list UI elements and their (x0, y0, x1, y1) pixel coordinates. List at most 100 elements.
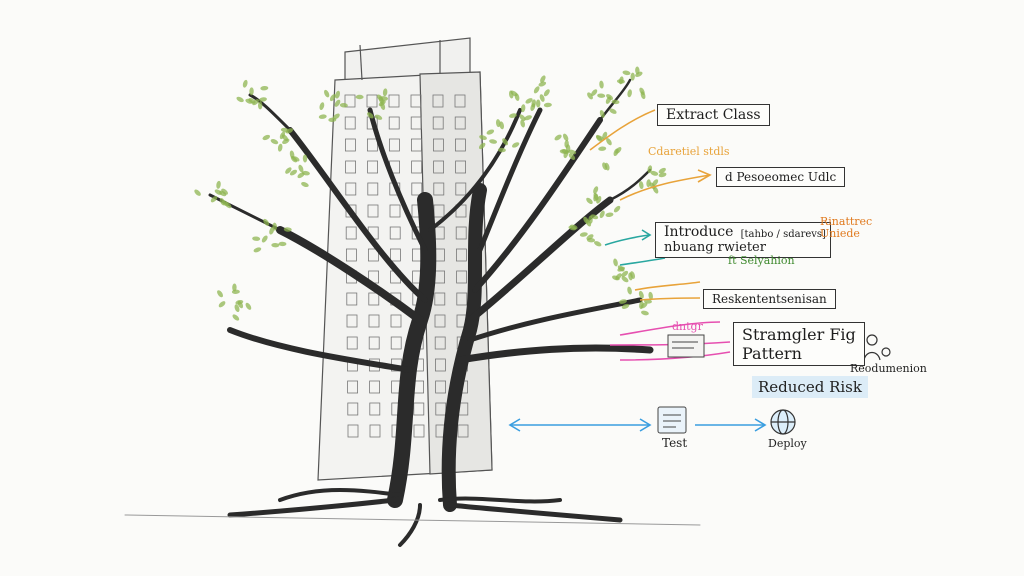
leaf (598, 146, 607, 151)
leaf (339, 103, 348, 108)
leaf (564, 139, 569, 148)
leaf (210, 195, 218, 203)
building-window (389, 226, 401, 240)
leaf (324, 89, 330, 98)
building-window (345, 160, 357, 174)
building-window (346, 336, 358, 350)
leaf (269, 226, 275, 235)
leaf (586, 197, 593, 205)
refactor-box: d Pesoeomec Udlc (716, 167, 846, 187)
leaf (509, 113, 517, 118)
extract-class-box: Extract Class (657, 104, 770, 126)
leaf (497, 147, 506, 153)
building-window (346, 314, 358, 328)
leaf (242, 79, 248, 88)
building-window (455, 248, 467, 262)
leaf (630, 72, 635, 81)
leaf (511, 142, 520, 148)
leaf (539, 94, 545, 102)
building-window (367, 182, 379, 196)
leaf (298, 164, 304, 173)
leaf (563, 133, 569, 142)
building-window (434, 314, 446, 328)
leaf (319, 102, 325, 110)
leaf (621, 276, 629, 283)
leaf (245, 302, 252, 310)
pink-note: dntgr (672, 320, 703, 333)
right-orange-note: Rinattrec Uniede (820, 215, 873, 240)
building-window (456, 270, 468, 284)
leaf (538, 81, 547, 87)
leaf (554, 134, 562, 141)
leaf (519, 114, 526, 122)
leaf (599, 210, 605, 219)
reduced-risk-label: Reduced Risk (752, 376, 868, 398)
leaf (248, 98, 256, 104)
leaf (499, 121, 504, 130)
leaf (281, 134, 289, 142)
leaf (613, 205, 621, 213)
building-window (344, 94, 356, 108)
building-window (389, 204, 401, 218)
building-window (455, 226, 467, 240)
leaf (594, 241, 602, 247)
building-window (432, 138, 444, 152)
building-window (457, 424, 469, 438)
leaf (583, 216, 589, 224)
leaf (329, 94, 336, 102)
leaf (194, 189, 201, 196)
leaf (332, 113, 340, 120)
building-window (411, 160, 423, 174)
strangler-title: Stramgler Fig (742, 325, 856, 344)
leaf (543, 102, 552, 108)
leaf (648, 291, 653, 300)
building-window (367, 160, 379, 174)
test-label: Test (662, 436, 688, 450)
building-window (347, 402, 359, 416)
introduce-subtitle: nbuang rwieter (664, 240, 766, 255)
leaf (285, 128, 294, 134)
leaf (236, 96, 244, 103)
leaf (658, 167, 666, 174)
leaf (619, 299, 627, 304)
leaf (221, 200, 229, 207)
leaf (587, 92, 593, 100)
leaf (640, 91, 646, 100)
leaf (568, 153, 576, 160)
building-window (368, 314, 380, 328)
leaf (318, 114, 327, 119)
leaf (257, 101, 263, 110)
building-window (368, 336, 380, 350)
leaf (234, 304, 240, 313)
leaf (272, 222, 277, 231)
leaf (292, 156, 300, 162)
strangler-fig-box: Stramgler Fig Pattern (733, 322, 865, 366)
leaf (599, 80, 604, 89)
leaf (613, 258, 618, 267)
leaf (658, 172, 667, 178)
leaf (283, 227, 292, 232)
introduce-side-note: [tahbo / sdarevs] (740, 229, 826, 240)
building-window (433, 160, 445, 174)
leaf (232, 314, 240, 321)
leaf (525, 98, 533, 104)
building-window (454, 116, 466, 130)
leaf (650, 170, 659, 176)
leaf (502, 138, 509, 146)
leaf (302, 154, 308, 163)
foliage (194, 66, 667, 321)
leaf (612, 275, 620, 281)
leaf (262, 134, 271, 141)
deploy-label: Deploy (768, 437, 807, 450)
building-window (434, 336, 446, 350)
leaf (524, 115, 532, 121)
building-window (411, 182, 423, 196)
building-window (345, 226, 357, 240)
leaf (535, 99, 541, 108)
building-window (369, 424, 381, 438)
leaf (640, 302, 648, 309)
building-window (410, 94, 422, 108)
building-window (410, 116, 422, 130)
leaf (335, 90, 340, 99)
leaf (249, 87, 254, 96)
